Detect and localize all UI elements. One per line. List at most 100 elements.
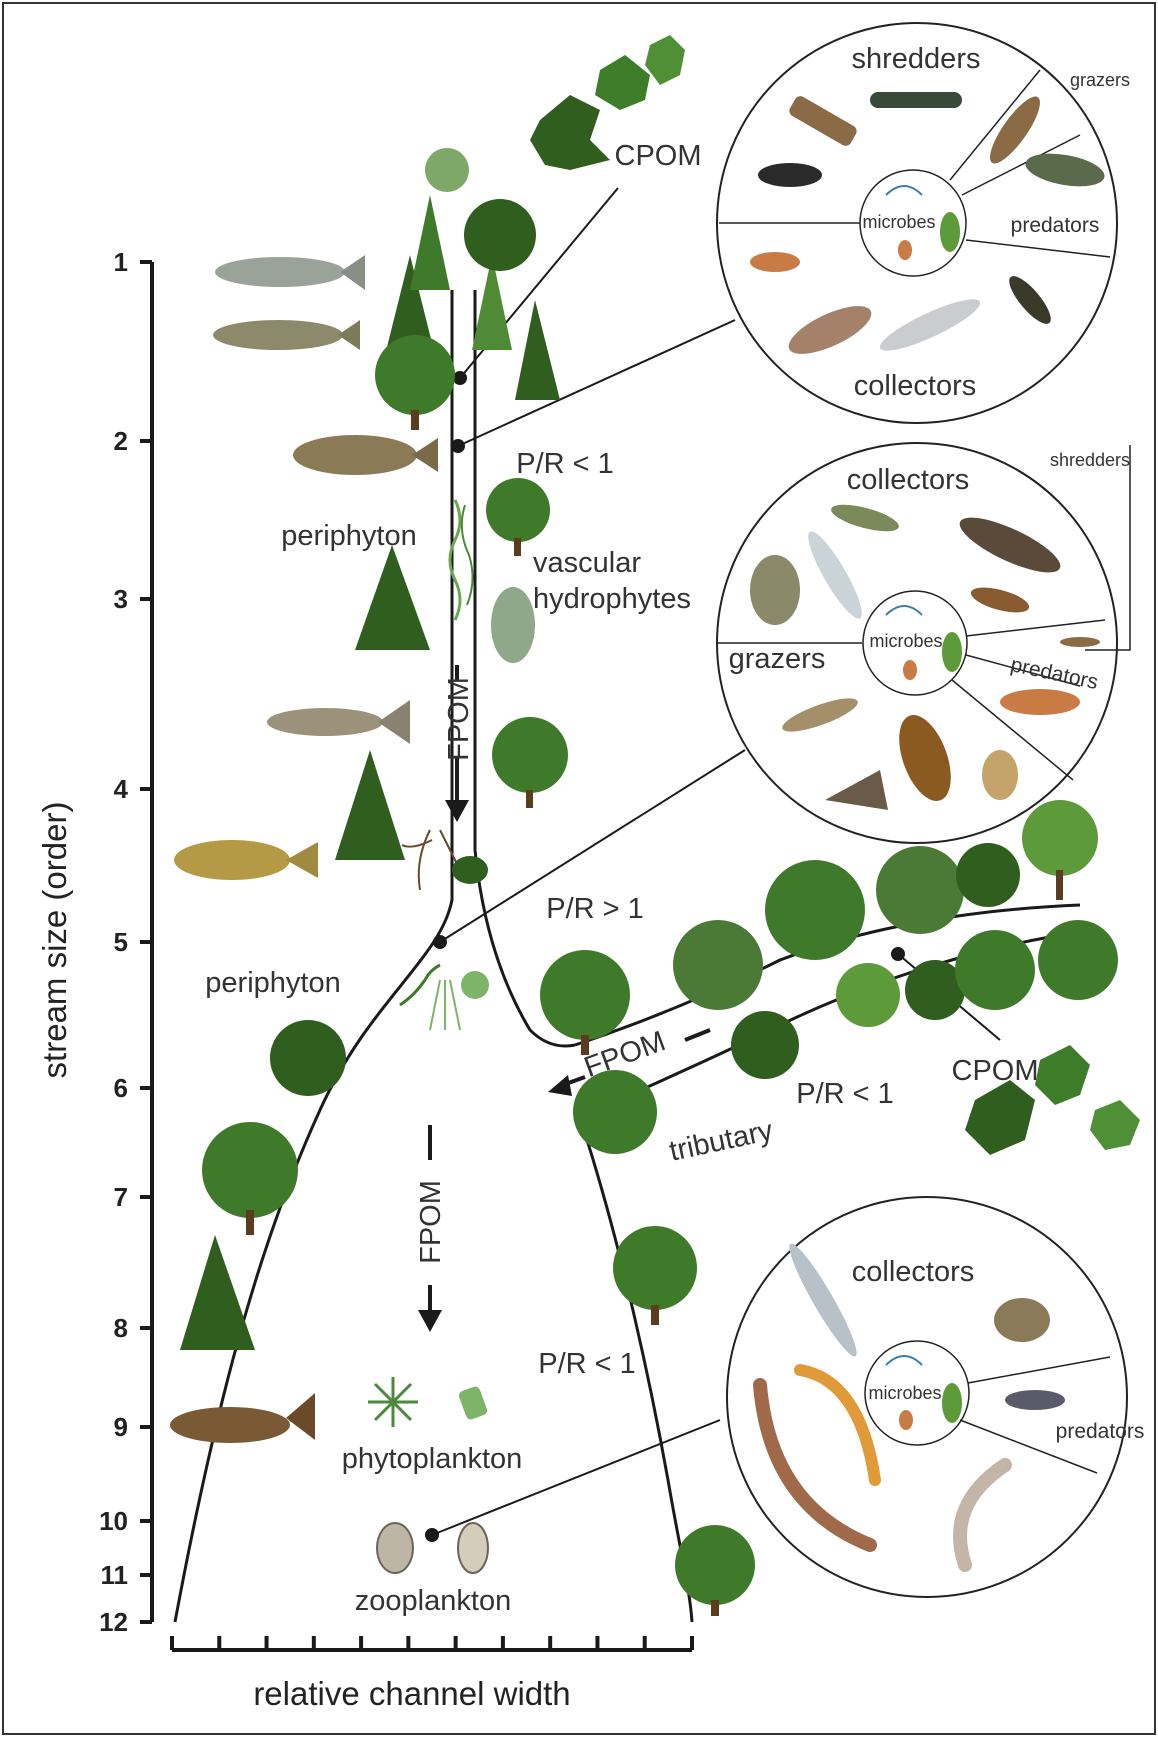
y-axis-title: stream size (order) [36, 802, 73, 1079]
x-tick-marks [172, 1636, 692, 1650]
fpom-upper-label: FPOM [443, 677, 475, 761]
ffg-circle-bottom: collectors predators microbes [727, 1197, 1144, 1597]
shredder-stonefly-icon [1060, 637, 1100, 647]
microbe-leaf-icon [942, 632, 962, 672]
y-tick-label: 6 [114, 1073, 128, 1103]
periphyton-mid-label: periphyton [205, 967, 340, 999]
shredder-larva-icon [870, 92, 962, 108]
cpom-trib-dot [892, 948, 904, 960]
y-tick-label: 10 [99, 1506, 128, 1536]
y-tick-label: 11 [101, 1560, 129, 1590]
broadleaf-tree-icon [492, 717, 568, 808]
phytoplankton-label: phytoplankton [342, 1443, 523, 1475]
predator-larva-icon [1005, 1390, 1065, 1410]
conifer-tree-icon [355, 545, 430, 650]
middle-circle-dot [434, 936, 446, 948]
circle-top-predators-label: predators [1011, 214, 1100, 237]
phytoplankton-icon [368, 1377, 488, 1427]
mayfly-nymph-icon [750, 252, 800, 272]
broadleaf-tree-icon [540, 950, 630, 1055]
perch-fish-icon [174, 840, 318, 880]
circle-top-microbes-label: microbes [862, 212, 935, 232]
conifer-tree-icon [515, 300, 560, 400]
bass-fish-icon [293, 435, 438, 475]
trout-fish-icon [215, 255, 365, 290]
y-tick-label: 12 [99, 1607, 128, 1637]
broadleaf-tree-icon [573, 1070, 657, 1154]
broadleaf-tree-icon [486, 478, 550, 556]
broadleaf-tree-icon [270, 1020, 346, 1096]
vascular-hydrophytes-label-2: hydrophytes [533, 583, 691, 615]
microbe-leaf-icon [942, 1383, 962, 1423]
conifer-tree-icon [335, 750, 405, 860]
maple-leaf-icon [965, 1080, 1035, 1155]
pr-top-label: P/R < 1 [516, 448, 614, 480]
circle-middle-grazers-label: grazers [729, 643, 826, 675]
pr-mid-label: P/R > 1 [546, 893, 644, 925]
maple-leaf-icon [1090, 1100, 1140, 1150]
y-tick-label: 3 [114, 584, 128, 614]
top-circle-dot [452, 440, 464, 452]
maple-leaf-icon [595, 55, 650, 110]
broadleaf-tree-icon [491, 587, 535, 663]
y-tick-label: 8 [114, 1313, 128, 1343]
periphyton-algae-icon [400, 965, 489, 1030]
broadleaf-tree-icon [202, 1122, 298, 1235]
x-axis-title: relative channel width [253, 1675, 570, 1712]
microbe-insect-icon [898, 240, 912, 260]
y-tick-label: 4 [114, 774, 129, 804]
circle-bottom-predators-label: predators [1056, 1420, 1145, 1443]
bottom-circle-dot [426, 1529, 438, 1541]
maple-leaf-icon [645, 35, 685, 85]
broadleaf-tree-icon [425, 148, 469, 192]
circle-middle-shredders-label: shredders [1050, 450, 1130, 470]
y-tick-label: 7 [114, 1182, 128, 1212]
catfish-fish-icon [170, 1393, 315, 1443]
circle-top-collectors-label: collectors [854, 370, 977, 402]
maple-leaf-icon [530, 95, 610, 170]
broadleaf-tree-icon [1022, 800, 1098, 900]
broadleaf-tree-icon [731, 1011, 799, 1079]
fpom-lower-label: FPOM [415, 1180, 447, 1264]
cpom-trib-label: CPOM [952, 1055, 1039, 1087]
circle-middle-collectors-label: collectors [847, 464, 970, 496]
maple-leaf-icon [1035, 1045, 1090, 1105]
water-bug-icon [750, 555, 800, 625]
broadleaf-tree-icon [836, 963, 900, 1027]
broadleaf-tree-icon [956, 843, 1020, 907]
pr-trib-label: P/R < 1 [796, 1078, 894, 1110]
ffg-circle-top: shredders grazers predators collectors m… [717, 23, 1130, 423]
broadleaf-tree-icon [955, 930, 1035, 1010]
zooplankton-label: zooplankton [355, 1585, 511, 1617]
y-tick-label: 1 [114, 247, 128, 277]
clam-shell-icon [994, 1298, 1050, 1342]
vascular-hydrophytes-label-1: vascular [533, 547, 641, 579]
circle-bottom-collectors-label: collectors [852, 1256, 975, 1288]
whitefish-fish-icon [267, 700, 410, 744]
cpom-top-dot [454, 372, 466, 384]
conifer-tree-icon [410, 195, 450, 290]
broadleaf-tree-icon [1038, 920, 1118, 1000]
broadleaf-tree-icon [464, 199, 536, 271]
broadleaf-tree-icon [675, 1525, 755, 1616]
y-tick-label: 5 [114, 927, 128, 957]
broadleaf-tree-icon [613, 1226, 697, 1325]
right-bank-upper [475, 290, 575, 1046]
ffg-circle-middle: collectors grazers predators shredders m… [717, 443, 1130, 843]
stonefly-icon [758, 163, 822, 187]
broadleaf-tree-icon [375, 335, 455, 430]
y-tick-label: 9 [114, 1412, 128, 1442]
microbe-insect-icon [903, 660, 917, 680]
circle-bottom-microbes-label: microbes [868, 1383, 941, 1403]
x-axis: relative channel width [172, 1636, 692, 1712]
tributary-label: tributary [667, 1115, 777, 1168]
broadleaf-tree-icon [765, 860, 865, 960]
microbe-insect-icon [899, 1410, 913, 1430]
broadleaf-tree-icon [876, 846, 964, 934]
broadleaf-tree-icon [673, 920, 763, 1010]
cpom-top-label: CPOM [615, 140, 702, 172]
aquatic-plants [368, 500, 489, 1573]
snail-shell-icon [982, 750, 1018, 800]
